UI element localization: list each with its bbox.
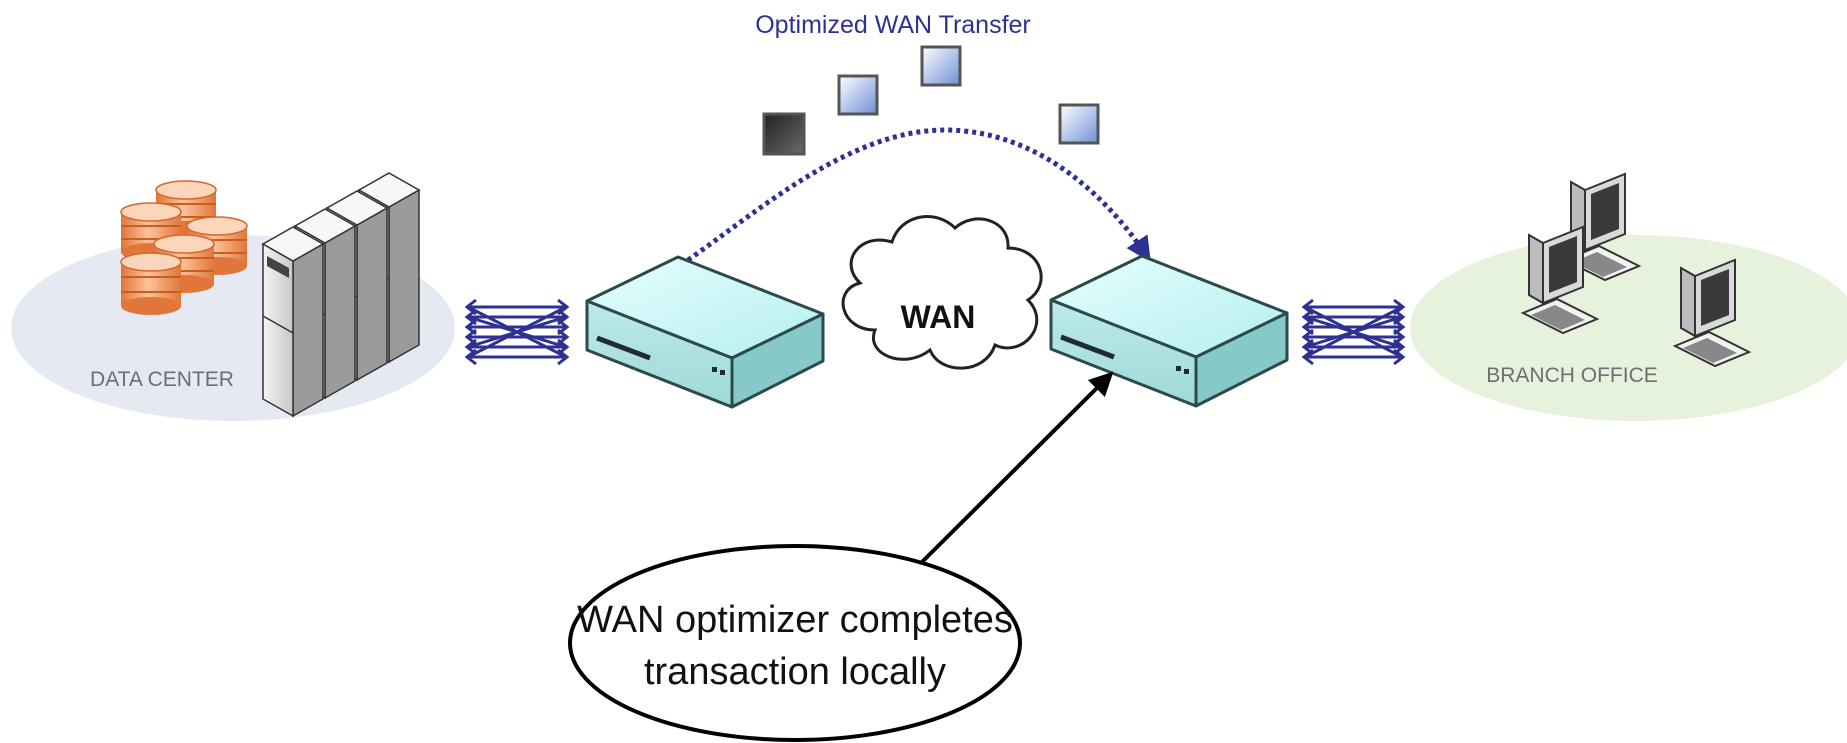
callout-arrow: [920, 371, 1114, 564]
wan-cloud-label: WAN: [901, 299, 976, 335]
diagram-title: Optimized WAN Transfer: [755, 11, 1031, 39]
packet-blue: [920, 45, 962, 87]
wan-optimizer-appliance-left: [585, 255, 825, 409]
database-icon: [120, 180, 248, 315]
lan-traffic-arrows-right: [1301, 298, 1406, 366]
data-center-site: DATA CENTER: [11, 172, 455, 421]
data-center-label: DATA CENTER: [90, 368, 234, 391]
branch-office-site: BRANCH OFFICE: [1410, 172, 1847, 421]
packet-blue: [837, 74, 879, 116]
workstation-icon: [1520, 172, 1752, 368]
callout-line-1: WAN optimizer completes: [577, 599, 1013, 641]
lan-traffic-arrows-left: [464, 298, 570, 366]
packet-dark: [762, 112, 806, 156]
wan-optimizer-appliance-right: [1049, 254, 1289, 408]
branch-office-area: [1410, 235, 1847, 421]
branch-office-label: BRANCH OFFICE: [1486, 364, 1658, 387]
packet-blue: [1058, 103, 1100, 145]
server-rack-icon: [261, 172, 421, 418]
callout-bubble: WAN optimizer completes transaction loca…: [568, 544, 1022, 742]
callout-line-2: transaction locally: [644, 651, 946, 693]
data-packets: [762, 45, 1100, 156]
wan-cloud: WAN: [841, 215, 1043, 370]
